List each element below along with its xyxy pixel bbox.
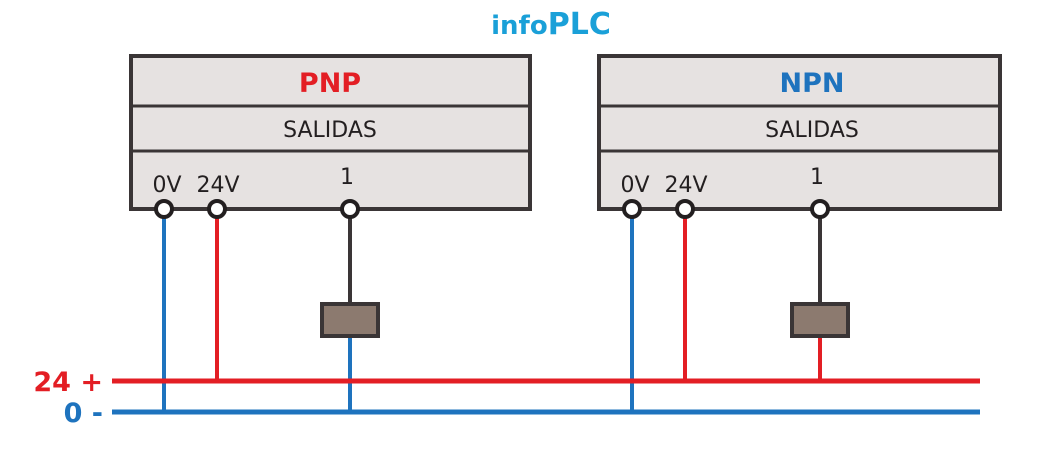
pnp-terminal-output (340, 199, 360, 219)
pnp-terminal-0v-label: 0V (152, 173, 181, 198)
npn-module: NPN SALIDAS 0V 24V 1 (597, 54, 1002, 338)
npn-terminal-output-label: 1 (810, 165, 824, 190)
npn-load (790, 302, 850, 338)
npn-terminal-output (810, 199, 830, 219)
positive-rail-label: 24 + (33, 367, 103, 398)
npn-terminal-0v (622, 199, 642, 219)
negative-rail-label: 0 - (64, 398, 103, 429)
npn-terminal-0v-label: 0V (620, 173, 649, 198)
pnp-terminal-24v-label: 24V (196, 173, 239, 198)
npn-subtitle: SALIDAS (765, 118, 859, 143)
pnp-terminal-0v (154, 199, 174, 219)
npn-terminal-24v-label: 24V (664, 173, 707, 198)
brand-prefix: info (491, 11, 548, 41)
pnp-load (320, 302, 380, 338)
pnp-title: PNP (299, 68, 361, 99)
supply-rails: 24 + 0 - (33, 367, 980, 429)
wires (162, 210, 822, 412)
npn-title: NPN (780, 68, 845, 99)
pnp-module-box (129, 54, 532, 211)
npn-terminal-24v (675, 199, 695, 219)
pnp-subtitle: SALIDAS (283, 118, 377, 143)
brand-logo: infoPLC (491, 7, 611, 42)
pnp-terminal-output-label: 1 (340, 165, 354, 190)
npn-module-box (597, 54, 1002, 211)
pnp-module: PNP SALIDAS 0V 24V 1 (129, 54, 532, 338)
pnp-terminal-24v (207, 199, 227, 219)
brand-suffix: PLC (548, 7, 611, 42)
